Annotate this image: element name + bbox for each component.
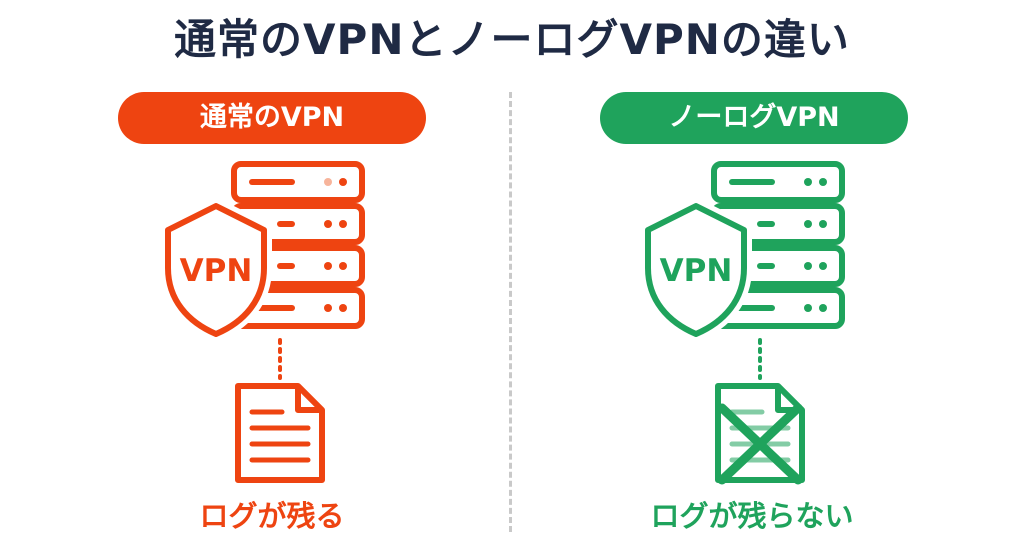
server-stack-icon: [231, 161, 365, 329]
page-title: 通常のVPNとノーログVPNの違い: [174, 15, 850, 64]
document-crossed-icon: [715, 383, 805, 485]
shield-vpn-text: VPN: [660, 253, 733, 289]
nolog-vpn-label: ノーログVPN: [600, 92, 908, 144]
normal-vpn-illustration: VPN: [160, 161, 365, 483]
shield-icon: VPN: [640, 198, 752, 342]
center-divider: [509, 92, 512, 532]
nolog-vpn-illustration: VPN: [640, 161, 845, 485]
nolog-vpn-caption: ログが残らない: [650, 499, 854, 533]
document-icon: [235, 383, 325, 483]
normal-vpn-caption: ログが残る: [199, 499, 345, 533]
shield-vpn-text: VPN: [180, 253, 253, 289]
normal-vpn-label: 通常のVPN: [118, 92, 426, 144]
cross-mark-icon: [717, 403, 803, 485]
shield-icon: VPN: [160, 198, 272, 342]
